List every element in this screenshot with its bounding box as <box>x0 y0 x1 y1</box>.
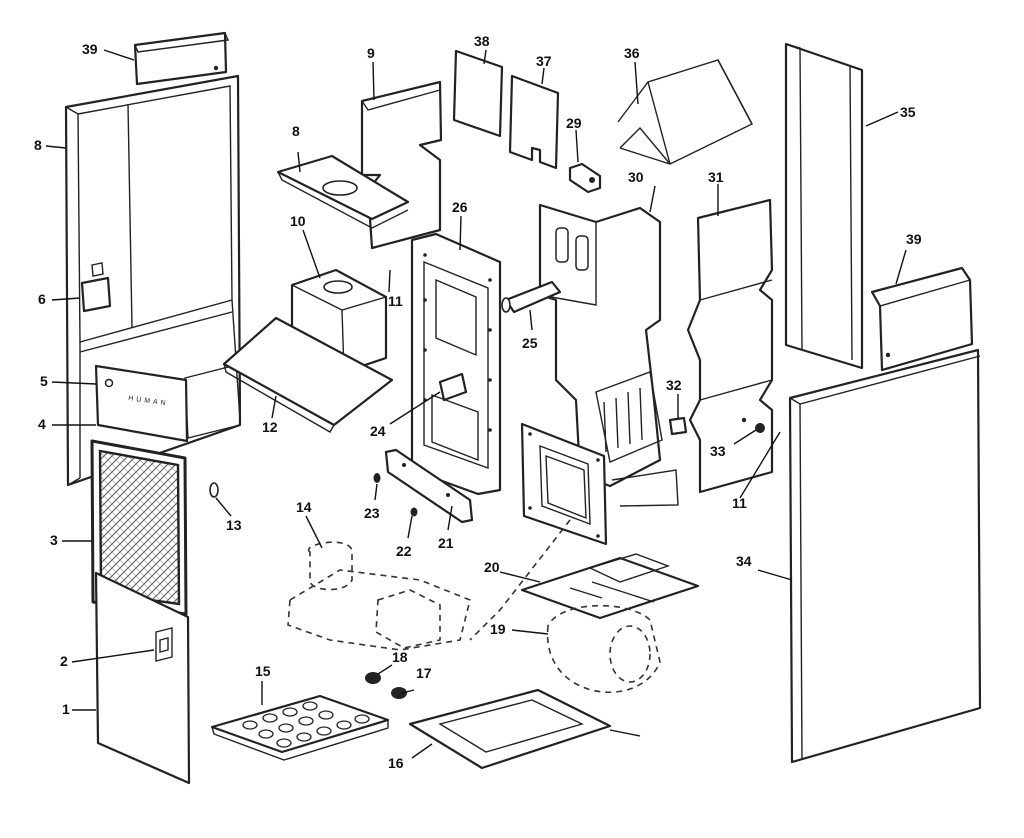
part-34-side-panel <box>788 348 982 764</box>
part-17-knob <box>391 687 407 699</box>
part-24-valve <box>438 372 468 402</box>
callout-39-right: 39 <box>906 231 922 247</box>
callout-1: 1 <box>62 701 70 717</box>
callout-34: 34 <box>736 553 752 569</box>
callout-16: 16 <box>388 755 404 771</box>
callout-13: 13 <box>226 517 242 533</box>
part-flanged-collar <box>520 422 608 546</box>
part-26-central-panel <box>410 232 502 496</box>
callout-5: 5 <box>40 373 48 389</box>
callout-labels: 39 8 6 5 4 3 2 1 8 9 10 11 12 13 14 15 1… <box>34 33 922 771</box>
part-38-cover-plate <box>452 49 504 138</box>
part-29-bracket <box>568 162 602 194</box>
callout-21: 21 <box>438 535 454 551</box>
callout-24: 24 <box>370 423 386 439</box>
callout-35: 35 <box>900 104 916 120</box>
part-6-control-box <box>80 262 112 313</box>
callout-22: 22 <box>396 543 412 559</box>
part-23-screw <box>373 473 381 483</box>
leader-lines <box>45 49 907 759</box>
part-20-plate <box>520 553 700 620</box>
part-25-burner-tube <box>501 280 562 314</box>
part-18-knob <box>365 672 381 684</box>
part-30-heat-exchanger <box>538 203 679 507</box>
callout-15: 15 <box>255 663 271 679</box>
callout-18: 18 <box>392 649 408 665</box>
part-3-filter <box>90 439 188 616</box>
part-13-screw <box>209 482 219 498</box>
callout-29: 29 <box>566 115 582 131</box>
part-19-blower-motor <box>546 604 661 693</box>
callout-2: 2 <box>60 653 68 669</box>
part-39-top-bracket <box>133 31 230 86</box>
callout-33: 33 <box>710 443 726 459</box>
callout-11-center: 11 <box>388 293 403 309</box>
callout-31: 31 <box>708 169 724 185</box>
callout-4: 4 <box>38 416 46 432</box>
callout-3: 3 <box>50 532 58 548</box>
callout-10: 10 <box>290 213 306 229</box>
callout-23: 23 <box>364 505 380 521</box>
callout-14: 14 <box>296 499 312 515</box>
callout-7: 8 <box>34 137 42 153</box>
part-36-hood <box>617 59 753 165</box>
callout-39-top: 39 <box>82 41 98 57</box>
part-35-rear-panel <box>784 42 864 370</box>
callout-12: 12 <box>262 419 278 435</box>
part-39-side-bracket <box>870 266 974 372</box>
callout-19: 19 <box>490 621 506 637</box>
callout-20: 20 <box>484 559 500 575</box>
callout-30: 30 <box>628 169 644 185</box>
callout-38: 38 <box>474 33 490 49</box>
part-32-clip <box>668 416 688 436</box>
callout-25: 25 <box>522 335 538 351</box>
part-14-blower-assembly <box>287 541 471 651</box>
part-9-upper-duct <box>360 80 443 250</box>
callout-36: 36 <box>624 45 640 61</box>
part-15-grate <box>210 694 390 761</box>
part-37-cover-plate <box>508 74 560 170</box>
part-4-control-panel: HUMAN <box>94 364 189 443</box>
part-8-top-plate <box>276 154 410 229</box>
callout-6: 6 <box>38 291 46 307</box>
callout-37: 37 <box>536 53 552 69</box>
callout-9: 9 <box>367 45 375 61</box>
callout-17: 17 <box>416 665 432 681</box>
part-1-lower-door <box>94 571 191 785</box>
callout-11-right: 11 <box>732 495 747 511</box>
part-31-side-duct <box>686 198 774 494</box>
part-21-mounting-bracket <box>384 448 474 524</box>
callout-26: 26 <box>452 199 468 215</box>
part-12-shelf <box>222 316 394 433</box>
callout-32: 32 <box>666 377 682 393</box>
callout-8: 8 <box>292 123 300 139</box>
dashed-alignment-line <box>469 519 571 641</box>
part-22-screw <box>410 507 418 517</box>
part-16-base-pan <box>408 688 641 770</box>
